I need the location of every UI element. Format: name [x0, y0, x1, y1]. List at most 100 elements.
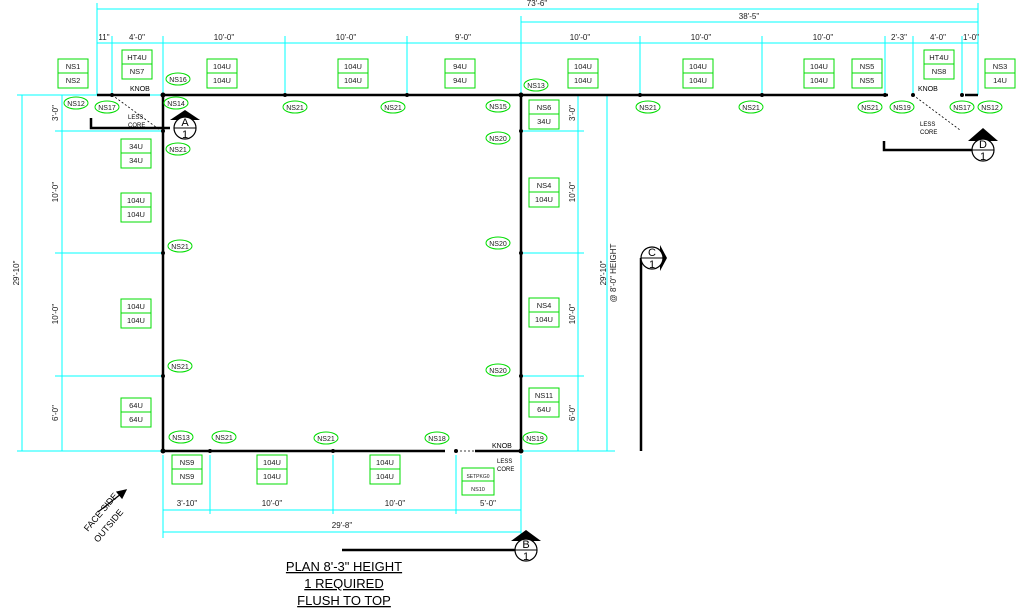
panel-label: 104U: [127, 210, 145, 219]
tag-label: NS21: [171, 364, 189, 371]
section-marker-b: [511, 530, 541, 562]
left-dimension-lines: [17, 94, 163, 452]
panel-label: NS2: [66, 76, 81, 85]
tag-label: NS13: [172, 435, 190, 442]
panel-label: 104U: [376, 472, 394, 481]
less-core-label: CORE: [497, 467, 514, 473]
dim-overall-top: 73'-6": [527, 0, 548, 8]
dim-top-5: 9'-0": [455, 33, 471, 42]
right-dimension-lines: [521, 95, 615, 452]
tag-label: NS17: [98, 105, 116, 112]
dim-left-overall: 29'-10": [12, 260, 21, 285]
section-marker-d: [968, 128, 998, 162]
dim-bottom-4: 5'-0": [480, 499, 496, 508]
section-marker-c: [640, 245, 667, 271]
panel-label: NS9: [180, 458, 195, 467]
panel-label: 104U: [127, 316, 145, 325]
panel-label: 104U: [810, 76, 828, 85]
panel-label: 104U: [574, 62, 592, 71]
wall-post-dots: [110, 92, 964, 454]
tag-label: NS14: [167, 101, 185, 108]
panel-label: 104U: [574, 76, 592, 85]
tag-label: NS21: [639, 105, 657, 112]
tag-label: NS20: [489, 368, 507, 375]
dim-left-3: 10'-0": [51, 304, 60, 325]
dim-bottom-1: 3'-10": [177, 499, 198, 508]
dim-bottom-3: 10'-0": [385, 499, 406, 508]
dim-right-overall: 29'-10": [599, 260, 608, 285]
panel-label: NS6: [537, 103, 552, 112]
panel-label: NS4: [537, 301, 552, 310]
section-marker-c-number: 1: [649, 259, 655, 271]
panel-label: 104U: [263, 458, 281, 467]
dim-top-2: 4'-0": [129, 33, 145, 42]
panel-label: 34U: [537, 117, 551, 126]
tag-ellipses: [63, 72, 1003, 445]
tag-label: NS21: [317, 436, 335, 443]
panel-label: 104U: [689, 76, 707, 85]
dim-bottom-2: 10'-0": [262, 499, 283, 508]
tag-label: NS19: [526, 436, 544, 443]
tag-label: NS21: [215, 435, 233, 442]
dim-right-run: 38'-5": [739, 12, 760, 21]
section-marker-a-letter: A: [181, 117, 189, 129]
panel-label: NS7: [130, 67, 145, 76]
panel-label: NS10: [471, 487, 485, 493]
face-side-arrow: [97, 489, 128, 513]
tag-label: NS18: [428, 436, 446, 443]
knob-label: KNOB: [130, 86, 150, 93]
panel-label: 104U: [535, 195, 553, 204]
section-marker-d-number: 1: [980, 151, 986, 163]
panel-label: 104U: [213, 62, 231, 71]
dim-top-10: 4'-0": [930, 33, 946, 42]
panel-label: 104U: [344, 62, 362, 71]
less-core-label: CORE: [128, 123, 145, 129]
panel-label: 94U: [453, 76, 467, 85]
panel-label: NS8: [932, 67, 947, 76]
panel-boxes: [57, 49, 1016, 496]
dim-right-2: 10'-0": [568, 182, 577, 203]
less-core-label: LESS: [128, 115, 143, 121]
plan-title-line1: PLAN 8'-3" HEIGHT: [286, 559, 402, 574]
dim-left-1: 3'-0": [51, 105, 60, 121]
panel-label: 104U: [127, 302, 145, 311]
tag-label: NS15: [489, 104, 507, 111]
tag-label: NS17: [953, 105, 971, 112]
panel-label: 104U: [810, 62, 828, 71]
tag-label: NS21: [286, 105, 304, 112]
panel-label: 104U: [689, 62, 707, 71]
bottom-dimension-lines: [162, 455, 522, 538]
tag-label: NS20: [489, 241, 507, 248]
section-marker-c-letter: C: [648, 247, 656, 259]
less-core-label: LESS: [497, 459, 512, 465]
panel-label: 104U: [535, 315, 553, 324]
panel-label: HT4U: [929, 53, 949, 62]
dim-right-4: 6'-0": [568, 405, 577, 421]
tag-label: NS21: [169, 147, 187, 154]
section-marker-b-letter: B: [522, 539, 529, 551]
panel-label: 64U: [537, 405, 551, 414]
panel-label: NS11: [535, 391, 553, 400]
section-marker-b-number: 1: [523, 551, 529, 563]
dim-top-7: 10'-0": [691, 33, 712, 42]
dim-left-4: 6'-0": [51, 405, 60, 421]
dim-right-1: 3'-0": [568, 105, 577, 121]
dim-top-4: 10'-0": [336, 33, 357, 42]
section-marker-a-number: 1: [182, 129, 188, 141]
tag-label: NS19: [893, 105, 911, 112]
dim-left-2: 10'-0": [51, 182, 60, 203]
dim-right-3: 10'-0": [568, 304, 577, 325]
panel-label: NS3: [993, 62, 1008, 71]
panel-label: HT4U: [127, 53, 147, 62]
panel-label: 104U: [127, 196, 145, 205]
tag-label: NS21: [742, 105, 760, 112]
tag-label: NS21: [384, 105, 402, 112]
tag-label: NS16: [169, 77, 187, 84]
dim-top-8: 10'-0": [813, 33, 834, 42]
dim-top-11: 1'-0": [963, 33, 979, 42]
knob-label: KNOB: [918, 86, 938, 93]
panel-label: 64U: [129, 415, 143, 424]
panel-label: NS5: [860, 62, 875, 71]
panel-label: 94U: [453, 62, 467, 71]
panel-label: 104U: [376, 458, 394, 467]
